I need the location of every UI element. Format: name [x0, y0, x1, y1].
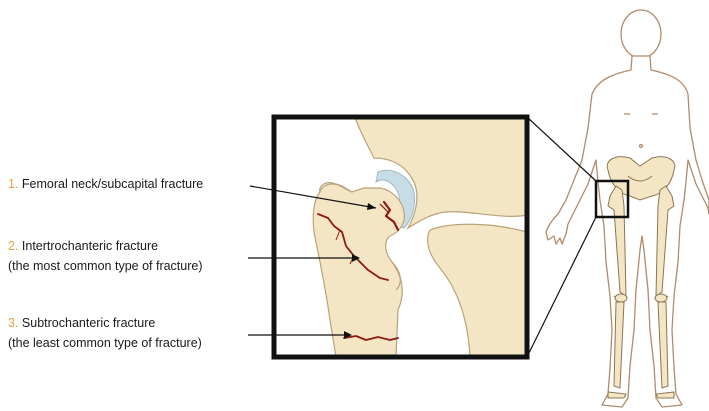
label-2-number: 2.	[8, 239, 18, 253]
label-3-number: 3.	[8, 316, 18, 330]
hip-inset	[274, 117, 527, 357]
label-intertrochanteric: 2. Intertrochanteric fracture	[8, 238, 158, 255]
label-3-text: Subtrochanteric fracture	[18, 316, 155, 330]
label-2-text: Intertrochanteric fracture	[18, 239, 158, 253]
label-1-number: 1.	[8, 177, 18, 191]
label-2-note: (the most common type of fracture)	[8, 258, 203, 275]
label-femoral-neck: 1. Femoral neck/subcapital fracture	[8, 176, 203, 193]
label-subtrochanteric: 3. Subtrochanteric fracture	[8, 315, 155, 332]
label-3-note: (the least common type of fracture)	[8, 335, 202, 352]
head	[621, 10, 661, 58]
label-1-text: Femoral neck/subcapital fracture	[18, 177, 203, 191]
body-outline	[546, 56, 709, 407]
